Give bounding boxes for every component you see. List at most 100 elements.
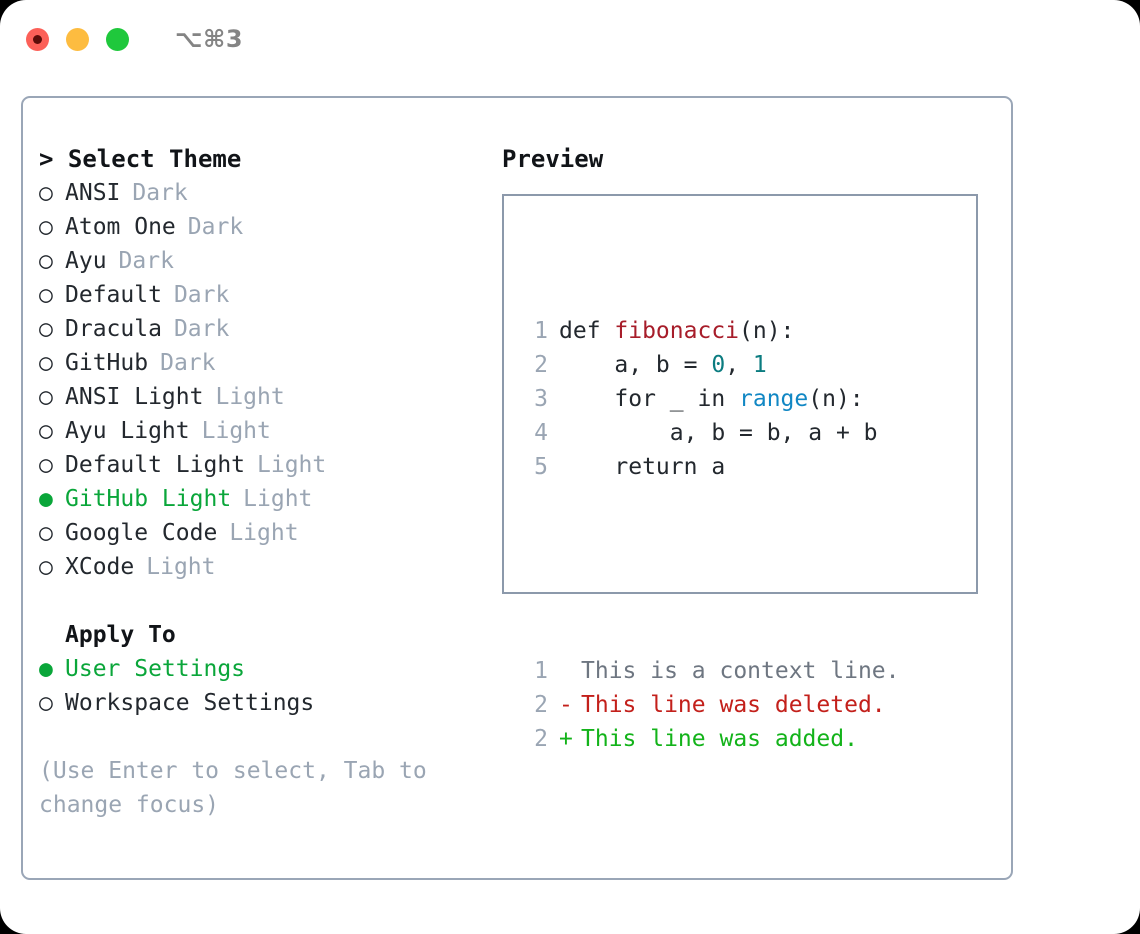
diff-line: 2-This line was deleted.	[522, 688, 900, 722]
line-number: 3	[534, 386, 548, 412]
radio-unselected-icon[interactable]: ○	[39, 452, 53, 478]
theme-name: GitHub Light	[65, 486, 232, 512]
theme-name: ANSI Light	[65, 384, 204, 410]
heading-bullet-placeholder: ○	[39, 618, 65, 652]
theme-list-item[interactable]: ○ Atom One Dark	[39, 210, 469, 244]
radio-unselected-icon[interactable]: ○	[39, 384, 53, 410]
radio-unselected-icon[interactable]: ○	[39, 520, 53, 546]
theme-name: GitHub	[65, 350, 149, 376]
line-number: 5	[534, 454, 548, 480]
code-token-plain: ,	[725, 352, 753, 378]
theme-name: Atom One	[65, 214, 176, 240]
diff-marker: +	[559, 726, 573, 752]
maximize-button[interactable]	[106, 27, 129, 51]
apply-to-heading-label: Apply To	[65, 622, 176, 648]
diff-line-text: This line was added.	[581, 726, 858, 752]
theme-variant-tag: Light	[243, 486, 313, 512]
preview-heading: Preview	[502, 145, 604, 173]
theme-list-item[interactable]: ○ Default Dark	[39, 278, 469, 312]
radio-unselected-icon[interactable]: ○	[39, 248, 53, 274]
apply-to-heading: ○ Apply To	[39, 618, 469, 652]
code-token-plain: (n):	[739, 318, 795, 344]
minimize-button[interactable]	[66, 27, 89, 51]
line-number: 2	[534, 352, 548, 378]
diff-line-number: 2	[534, 726, 548, 752]
theme-name: Ayu Light	[65, 418, 190, 444]
keyboard-shortcut-label: ⌥⌘3	[175, 25, 244, 53]
theme-variant-tag: Dark	[173, 316, 230, 342]
theme-name: Ayu	[65, 248, 107, 274]
line-number: 4	[534, 420, 548, 446]
window-controls	[26, 27, 129, 51]
code-line-text: for _ in range(n):	[559, 382, 864, 416]
theme-name: Default	[65, 282, 162, 308]
keyboard-hint-text: (Use Enter to select, Tab to change focu…	[39, 758, 427, 818]
radio-selected-icon[interactable]: ●	[39, 656, 53, 682]
diff-line: 1 This is a context line.	[522, 654, 900, 688]
code-token-plain: (n):	[808, 386, 864, 412]
radio-unselected-icon[interactable]: ○	[39, 316, 53, 342]
close-button[interactable]	[26, 27, 49, 51]
diff-line: 2 + This line was added.	[522, 722, 900, 756]
theme-list-item[interactable]: ○ Ayu Dark	[39, 244, 469, 278]
radio-unselected-icon[interactable]: ○	[39, 282, 53, 308]
code-line: 4 a, b = b, a + b	[522, 416, 900, 450]
radio-unselected-icon[interactable]: ○	[39, 554, 53, 580]
theme-variant-tag: Dark	[187, 214, 244, 240]
code-line-text: return a	[559, 450, 725, 484]
code-token-num: 1	[752, 352, 767, 378]
code-line-text: a, b = b, a + b	[559, 416, 878, 450]
theme-variant-tag: Dark	[132, 180, 188, 206]
apply-to-label: Workspace Settings	[65, 690, 315, 716]
code-token-plain: for _ in	[559, 386, 740, 412]
radio-unselected-icon[interactable]: ○	[39, 690, 53, 716]
code-line-text: def fibonacci(n):	[559, 314, 794, 348]
theme-list-item[interactable]: ○ GitHub Dark	[39, 346, 469, 380]
section-spacer	[39, 584, 469, 618]
theme-variant-tag: Dark	[118, 248, 174, 274]
code-token-fn: fibonacci	[614, 318, 740, 344]
code-token-plain: def	[559, 318, 615, 344]
theme-list-item[interactable]: ○ Dracula Dark	[39, 312, 469, 346]
apply-to-label: User Settings	[65, 656, 246, 682]
theme-variant-tag: Dark	[160, 350, 216, 376]
radio-unselected-icon[interactable]: ○	[39, 180, 53, 206]
apply-to-list[interactable]: ● User Settings ○ Workspace Settings	[39, 652, 469, 720]
title-bar: ⌥⌘3	[0, 0, 1140, 78]
theme-list-item[interactable]: ● GitHub Light Light	[39, 482, 469, 516]
code-line: 2 a, b = 0, 1	[522, 348, 900, 382]
diff-line-text: This is a context line.	[581, 658, 900, 684]
theme-name: Default Light	[65, 452, 246, 478]
apply-to-item[interactable]: ○ Workspace Settings	[39, 686, 469, 720]
theme-variant-tag: Dark	[173, 282, 230, 308]
theme-name: XCode	[65, 554, 135, 580]
theme-list-item[interactable]: ○ XCode Light	[39, 550, 469, 584]
apply-to-item[interactable]: ● User Settings	[39, 652, 469, 686]
radio-unselected-icon[interactable]: ○	[39, 350, 53, 376]
diff-marker: -	[559, 692, 573, 718]
diff-sample: 1 This is a context line.2-This line was…	[522, 654, 900, 756]
code-line: 5 return a	[522, 450, 900, 484]
radio-selected-icon[interactable]: ●	[39, 486, 53, 512]
code-token-num: 0	[711, 352, 726, 378]
radio-unselected-icon[interactable]: ○	[39, 214, 53, 240]
code-token-plain: a, b = b, a + b	[559, 420, 878, 446]
theme-variant-tag: Light	[146, 554, 216, 580]
radio-unselected-icon[interactable]: ○	[39, 418, 53, 444]
code-token-plain: return a	[559, 454, 726, 480]
diff-line-number: 1	[534, 658, 548, 684]
diff-line-text: This line was deleted.	[581, 692, 886, 718]
theme-name: Dracula	[65, 316, 162, 342]
